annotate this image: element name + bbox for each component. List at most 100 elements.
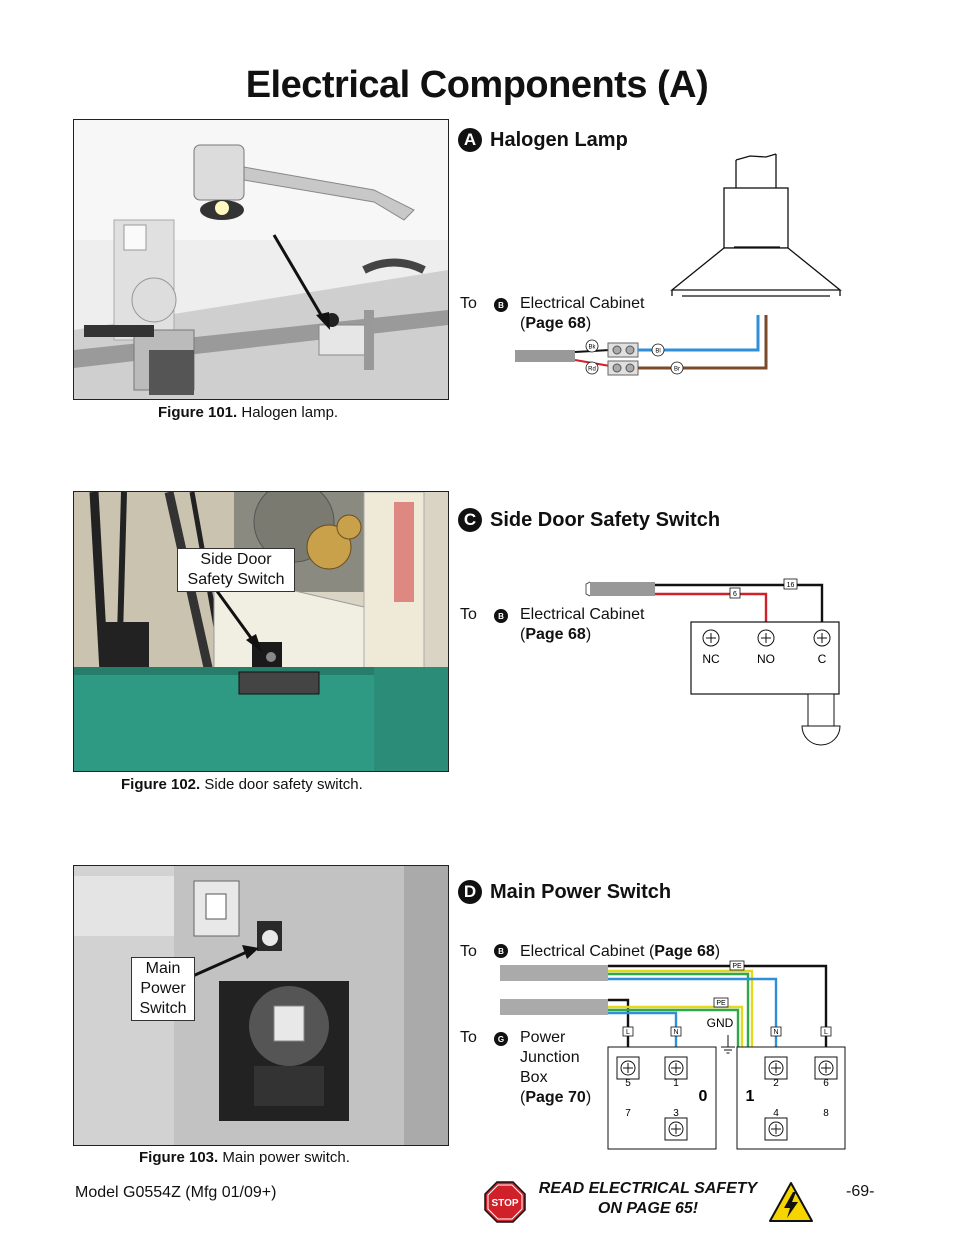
figure-caption-text: Main power switch. [222, 1149, 350, 1166]
side-door-switch-diagram: 6 16 NC NO C [585, 578, 841, 746]
section-badge: C [458, 508, 482, 532]
figure-caption-text: Halogen lamp. [241, 404, 339, 421]
callout-line: Main [145, 960, 181, 977]
ground-symbol-icon [721, 1035, 735, 1054]
stop-sign-icon: STOP [484, 1181, 526, 1223]
figure-number: Figure 102. [121, 776, 201, 793]
halogen-lamp-diagram: Bk Rd Bl Br [515, 153, 842, 376]
destination-badge-g: G [494, 1032, 508, 1046]
side-door-photo [73, 491, 449, 772]
switch-state-label: 1 [746, 1088, 755, 1105]
section-title: Main Power Switch [490, 880, 672, 903]
paren-open: ( [520, 1089, 526, 1106]
destination-name: Electrical Cabinet ( [520, 943, 655, 960]
section-d-to-junction: To [460, 1029, 477, 1046]
section-d-heading: D Main Power Switch [458, 880, 671, 904]
callout-line: Switch [139, 1000, 187, 1017]
terminal-number: 8 [823, 1108, 829, 1119]
warning-line: READ ELECTRICAL SAFETY [538, 1180, 758, 1197]
wire-label-bk: Bk [588, 345, 596, 351]
terminal-number: 3 [673, 1108, 679, 1119]
paren-close: ) [585, 1089, 592, 1106]
side-door-switch-callout: Side Door Safety Switch [177, 548, 295, 592]
section-a-destination: Electrical Cabinet (Page 68) [520, 294, 645, 334]
page-title: Electrical Components (A) [245, 64, 709, 106]
warning-line: ON PAGE 65! [597, 1200, 699, 1217]
terminal-number: 7 [625, 1108, 631, 1119]
terminal-screw-icon [813, 629, 831, 647]
wire-label-pe: PE [716, 1000, 726, 1007]
model-number: Model G0554Z (Mfg 01/09+) [75, 1184, 277, 1201]
figure-number: Figure 101. [158, 404, 238, 421]
wire-label-n: N [673, 1029, 678, 1036]
destination-line: Junction [520, 1049, 580, 1066]
gnd-label: GND [707, 1016, 734, 1030]
destination-badge-b: B [494, 298, 508, 312]
terminal-label-no: NO [757, 652, 775, 666]
halogen-lamp-photo [73, 119, 449, 400]
terminal-number: 2 [773, 1078, 779, 1089]
paren-close: ) [714, 943, 721, 960]
figure-101-caption: Figure 101. Halogen lamp. [158, 404, 338, 421]
callout-line: Side Door [200, 551, 272, 568]
high-voltage-warning-icon [769, 1182, 813, 1222]
figure-number: Figure 103. [139, 1149, 219, 1166]
destination-line: Power [520, 1029, 566, 1046]
figure-102-caption: Figure 102. Side door safety switch. [121, 776, 363, 793]
stop-text: STOP [491, 1198, 518, 1209]
destination-line: Box [520, 1069, 548, 1086]
section-d-to-cabinet: To [460, 943, 477, 960]
page-reference: Page 70 [525, 1089, 586, 1106]
section-title: Side Door Safety Switch [490, 508, 721, 531]
terminal-screw-icon [668, 1060, 684, 1076]
terminal-screw-icon [757, 629, 775, 647]
wire-label-16: 16 [787, 582, 795, 589]
electrical-safety-warning: READ ELECTRICAL SAFETY ON PAGE 65! [530, 1179, 766, 1219]
paren-close: ) [585, 315, 592, 332]
main-power-switch-diagram: PE PE L N N L GND 5 1 7 3 0 2 6 4 8 1 [500, 960, 846, 1150]
section-a-to: To [460, 295, 477, 312]
terminal-screw-icon [768, 1060, 784, 1076]
section-a-heading: A Halogen Lamp [458, 128, 628, 152]
wire-label-n: N [773, 1029, 778, 1036]
section-c-destination: Electrical Cabinet (Page 68) [520, 605, 645, 645]
section-c-heading: C Side Door Safety Switch [458, 508, 720, 532]
main-power-switch-callout: Main Power Switch [131, 957, 195, 1021]
section-title: Halogen Lamp [490, 128, 628, 151]
figure-103-caption: Figure 103. Main power switch. [139, 1149, 350, 1166]
section-d-junction-destination: Power Junction Box (Page 70) [520, 1028, 591, 1108]
terminal-screw-icon [818, 1060, 834, 1076]
callout-line: Power [140, 980, 186, 997]
terminal-screw-icon [702, 629, 720, 647]
section-badge: A [458, 128, 482, 152]
section-d-cabinet-destination: Electrical Cabinet (Page 68) [520, 942, 720, 962]
wire-label-pe: PE [732, 963, 742, 970]
destination-name: Electrical Cabinet [520, 295, 645, 312]
callout-line: Safety Switch [187, 571, 285, 588]
terminal-screw-icon [768, 1121, 784, 1137]
terminal-label-c: C [818, 652, 827, 666]
page-reference: Page 68 [654, 943, 715, 960]
terminal-number: 5 [625, 1078, 631, 1089]
wire-label-rd: Rd [588, 367, 596, 373]
page-number: -69- [846, 1183, 875, 1200]
terminal-number: 4 [773, 1108, 779, 1119]
page-reference: Page 68 [525, 626, 586, 643]
destination-badge-b: B [494, 944, 508, 958]
switch-state-label: 0 [699, 1088, 708, 1105]
wire-label-bl: Bl [655, 349, 660, 355]
wire-label-6: 6 [733, 591, 737, 598]
terminal-label-nc: NC [702, 652, 720, 666]
terminal-number: 6 [823, 1078, 829, 1089]
terminal-screw-icon [668, 1121, 684, 1137]
wire-label-br: Br [674, 367, 680, 373]
figure-caption-text: Side door safety switch. [204, 776, 363, 793]
destination-name: Electrical Cabinet [520, 606, 645, 623]
terminal-screw-icon [620, 1060, 636, 1076]
terminal-number: 1 [673, 1078, 679, 1089]
wire-label-l: L [626, 1029, 630, 1036]
wire-label-l: L [824, 1029, 828, 1036]
page-reference: Page 68 [525, 315, 586, 332]
section-badge: D [458, 880, 482, 904]
destination-badge-b: B [494, 609, 508, 623]
